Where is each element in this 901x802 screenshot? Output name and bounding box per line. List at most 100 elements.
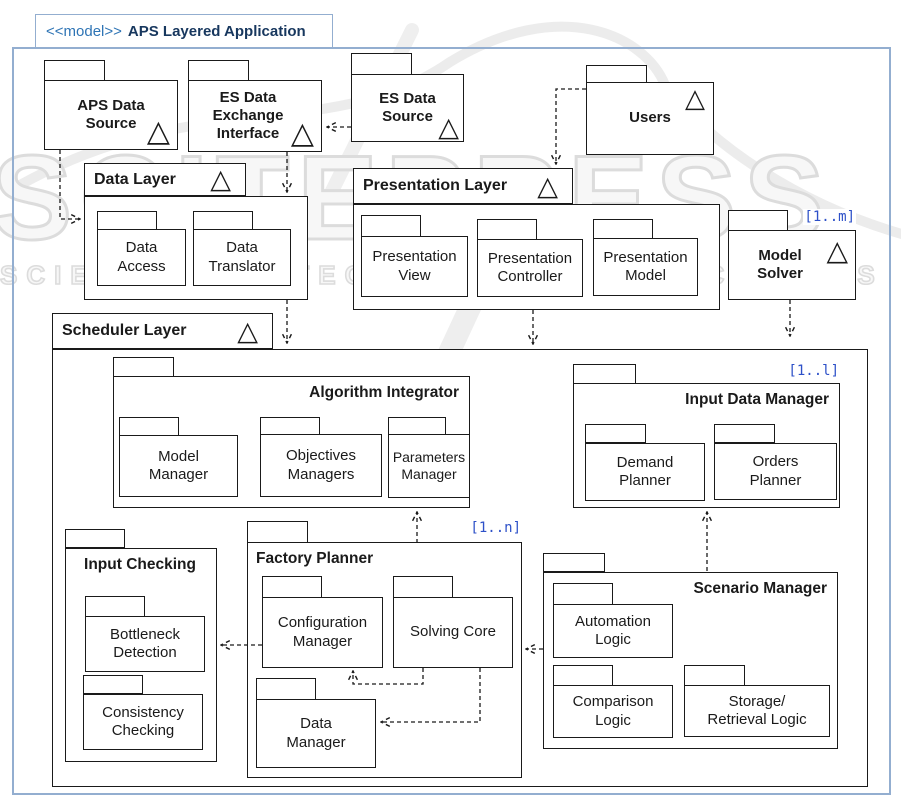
package-tab [714, 424, 775, 443]
layer-triangle-icon: △ [210, 164, 231, 195]
package-label: ES Data Source [379, 89, 436, 125]
data-layer-tab: Data Layer △ [84, 163, 246, 196]
package-aps-data-source: APS Data Source △ [44, 60, 178, 150]
layer-triangle-icon: △ [537, 170, 558, 202]
package-es-data-source: ES Data Source △ [351, 53, 464, 142]
package-orders-planner: Orders Planner [714, 424, 837, 500]
package-tab [573, 364, 636, 384]
package-tab [586, 65, 647, 83]
package-label: Data Access [117, 239, 166, 275]
package-tab [83, 675, 143, 694]
package-tab [477, 219, 537, 240]
package-tab [361, 215, 421, 237]
package-solving-core: Solving Core [393, 576, 513, 668]
model-title: APS Layered Application [127, 22, 306, 40]
multiplicity-label: [1..m] [803, 209, 856, 225]
package-presentation-controller: Presentation Controller [477, 219, 583, 297]
package-label: Data Translator [208, 239, 276, 275]
package-model-solver: [1..m] Model Solver △ [728, 209, 856, 300]
package-parameters-manager: Parameters Manager [388, 417, 470, 498]
package-label: Model Manager [148, 447, 209, 483]
layer-label: Data Layer [94, 170, 176, 188]
package-tab [97, 211, 157, 230]
package-label: Consistency Checking [102, 703, 184, 739]
package-configuration-manager: Configuration Manager [262, 576, 383, 668]
package-model-manager: Model Manager [119, 417, 238, 497]
package-label: Presentation Model [603, 248, 688, 284]
package-triangle-icon: △ [146, 114, 170, 149]
package-tab [684, 665, 745, 686]
package-tab [119, 417, 179, 436]
package-label: Input Checking [84, 556, 196, 573]
package-automation-logic: Automation Logic [553, 583, 673, 658]
model-stereotype: <<model>> [46, 22, 122, 40]
package-label: Factory Planner [256, 550, 374, 567]
package-label: Parameters Manager [392, 448, 466, 482]
package-consistency-checking: Consistency Checking [83, 675, 203, 750]
package-bottleneck-detection: Bottleneck Detection [85, 596, 205, 672]
package-tab [388, 417, 446, 435]
package-tab [393, 576, 453, 598]
layer-triangle-icon: △ [237, 315, 258, 347]
package-triangle-icon: △ [290, 116, 314, 151]
package-tab [113, 357, 174, 377]
package-es-data-exchange-interface: ES Data Exchange Interface △ [188, 60, 322, 152]
package-label: Users [629, 109, 671, 127]
package-tab [65, 529, 125, 548]
package-tab [247, 521, 308, 543]
model-tab: <<model>> APS Layered Application [35, 14, 333, 48]
package-label: Orders Planner [749, 453, 802, 489]
package-label: Scenario Manager [693, 580, 827, 597]
package-tab [85, 596, 145, 617]
package-tab [351, 53, 412, 75]
package-label: Automation Logic [575, 612, 651, 648]
package-data-translator: Data Translator [193, 211, 291, 286]
package-storage-retrieval-logic: Storage/ Retrieval Logic [684, 665, 830, 737]
layer-label: Presentation Layer [363, 177, 508, 194]
scheduler-layer-tab: Scheduler Layer △ [52, 313, 273, 349]
package-label: APS Data Source [77, 96, 145, 132]
package-label: Comparison Logic [572, 693, 654, 729]
package-label: Solving Core [410, 623, 496, 641]
package-comparison-logic: Comparison Logic [553, 665, 673, 738]
package-data-manager: Data Manager [256, 678, 376, 768]
package-label: Presentation View [372, 248, 457, 284]
package-label: Objectives Managers [285, 447, 357, 483]
package-label: Data Manager [286, 715, 346, 751]
package-tab [593, 219, 653, 239]
package-users: Users △ [586, 65, 714, 155]
package-label: Input Data Manager [685, 391, 829, 408]
package-tab [256, 678, 316, 700]
package-tab [188, 60, 249, 81]
multiplicity-label: [1..l] [787, 363, 840, 379]
presentation-layer-tab: Presentation Layer △ [353, 168, 573, 204]
multiplicity-label: [1..n] [469, 520, 522, 536]
package-triangle-icon: △ [826, 234, 848, 267]
model-frame [12, 47, 891, 795]
package-label: Model Solver [757, 246, 803, 282]
package-tab [728, 210, 788, 231]
package-tab [553, 665, 613, 686]
package-label: Storage/ Retrieval Logic [707, 692, 807, 728]
package-tab [260, 417, 320, 435]
package-tab [44, 60, 105, 81]
package-label: Configuration Manager [277, 614, 368, 650]
package-tab [553, 583, 613, 605]
package-triangle-icon: △ [685, 84, 705, 114]
package-objectives-managers: Objectives Managers [260, 417, 382, 497]
package-label: Demand Planner [616, 453, 674, 489]
package-label: ES Data Exchange Interface [212, 88, 284, 143]
package-tab [193, 211, 253, 230]
package-label: Bottleneck Detection [109, 625, 181, 661]
layer-label: Scheduler Layer [62, 322, 187, 339]
package-tab [262, 576, 322, 598]
package-label: Algorithm Integrator [309, 384, 459, 401]
package-data-access: Data Access [97, 211, 186, 286]
package-presentation-view: Presentation View [361, 215, 468, 297]
package-demand-planner: Demand Planner [585, 424, 705, 501]
package-presentation-model: Presentation Model [593, 219, 698, 296]
package-label: Presentation Controller [487, 249, 573, 285]
package-tab [543, 553, 605, 572]
package-tab [585, 424, 646, 443]
